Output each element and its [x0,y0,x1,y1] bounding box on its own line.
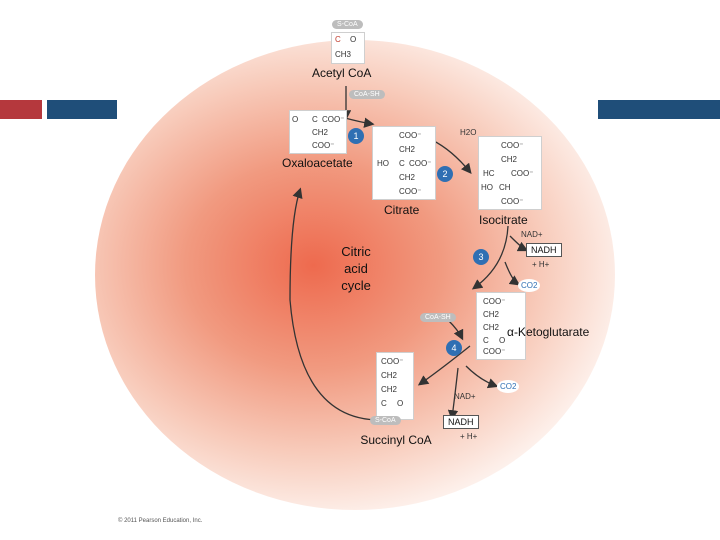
citrate-structure: COO⁻ CH2 HO C COO⁻ CH2 COO⁻ [372,126,436,200]
acetyl-coa-label: Acetyl CoA [312,66,372,80]
iso-hc: HC [483,169,495,178]
succinyl-s-coa-tag: S-CoA [370,416,401,425]
cit-ho: HO [377,159,389,168]
akg-ch2-2: CH2 [483,323,500,332]
suc-c: C [381,399,387,408]
oxa-o: O [292,115,299,124]
h-plus-label-2: + H+ [460,432,478,441]
oxa-coo: COO⁻ [322,115,345,124]
step-1-badge: 1 [348,128,364,144]
citrate-label: Citrate [384,203,420,217]
iso-ch2: CH2 [501,155,518,164]
header-bar-red [0,100,42,119]
akg-coo-top: COO⁻ [483,297,506,306]
acetyl-ch3: CH3 [335,50,352,59]
cit-ch2-top: CH2 [399,145,416,154]
akg-o: O [499,336,506,345]
acetyl-coa-structure: C O CH3 [331,32,365,64]
arrow-step3 [471,225,509,290]
suc-o: O [397,399,404,408]
arrow-nadh2 [447,367,459,421]
iso-ho: HO [481,183,493,192]
alpha-ketoglutarate-label: α-Ketoglutarate [507,325,590,339]
arrow-cycle-return [289,187,381,421]
header-bar-blue-left [47,100,117,119]
oxa-ch2: CH2 [312,128,329,137]
arrow-step4 [417,345,471,386]
oxaloacetate-label: Oxaloacetate [282,156,353,170]
suc-ch2-1: CH2 [381,371,398,380]
co2-label-2: CO2 [497,380,520,393]
iso-coo-top: COO⁻ [501,141,524,150]
nadh-box-2: NADH [443,415,479,429]
arrow-nadh1 [509,235,529,252]
suc-ch2-2: CH2 [381,385,398,394]
succinyl-coa-label: Succinyl CoA [360,433,432,447]
succinyl-coa-structure: COO⁻ CH2 CH2 C O [376,352,414,420]
mitochondrial-matrix-glow [95,40,615,510]
arrow-step1 [344,117,375,128]
h-plus-label-1: + H+ [532,260,550,269]
acetyl-o: O [350,35,357,44]
oxa-c: C [312,115,318,124]
arrow-step2 [431,139,472,175]
step-2-badge: 2 [437,166,453,182]
coa-sh-tag-2: CoA-SH [420,313,456,322]
oxaloacetate-structure: O C COO⁻ CH2 COO⁻ [289,110,347,154]
header-bar-blue-right [598,100,720,119]
oxa-coo-2: COO⁻ [312,141,335,150]
coa-sh-tag-1: CoA-SH [349,90,385,99]
cit-coo-bot: COO⁻ [399,187,422,196]
co2-label-1: CO2 [518,279,541,292]
cit-coo-mid: COO⁻ [409,159,432,168]
alpha-ketoglutarate-structure: COO⁻ CH2 CH2 C O COO⁻ [476,292,526,360]
citric-acid-cycle-label: Citric acid cycle [341,244,371,293]
arrow-co2a [504,261,521,286]
iso-coo-mid: COO⁻ [511,169,534,178]
iso-ch: CH [499,183,511,192]
akg-c: C [483,336,489,345]
arrow-coa-in [447,319,464,341]
arrow-co2b [465,365,499,389]
cit-coo-top: COO⁻ [399,131,422,140]
iso-coo-bot: COO⁻ [501,197,524,206]
akg-ch2-1: CH2 [483,310,500,319]
nad-label-2: NAD+ [454,392,476,401]
cit-ch2-bot: CH2 [399,173,416,182]
isocitrate-structure: COO⁻ CH2 HC COO⁻ HO CH COO⁻ [478,136,542,210]
nad-label-1: NAD+ [521,230,543,239]
step-4-badge: 4 [446,340,462,356]
akg-coo-bot: COO⁻ [483,347,506,356]
nadh-box-1: NADH [526,243,562,257]
step-3-badge: 3 [473,249,489,265]
cit-c: C [399,159,405,168]
isocitrate-label: Isocitrate [479,213,528,227]
suc-coo: COO⁻ [381,357,404,366]
acetyl-coa-tag: S-CoA [332,20,363,29]
copyright-text: © 2011 Pearson Education, Inc. [118,518,203,524]
h2o-label: H2O [460,128,477,137]
acetyl-c: C [335,35,341,44]
